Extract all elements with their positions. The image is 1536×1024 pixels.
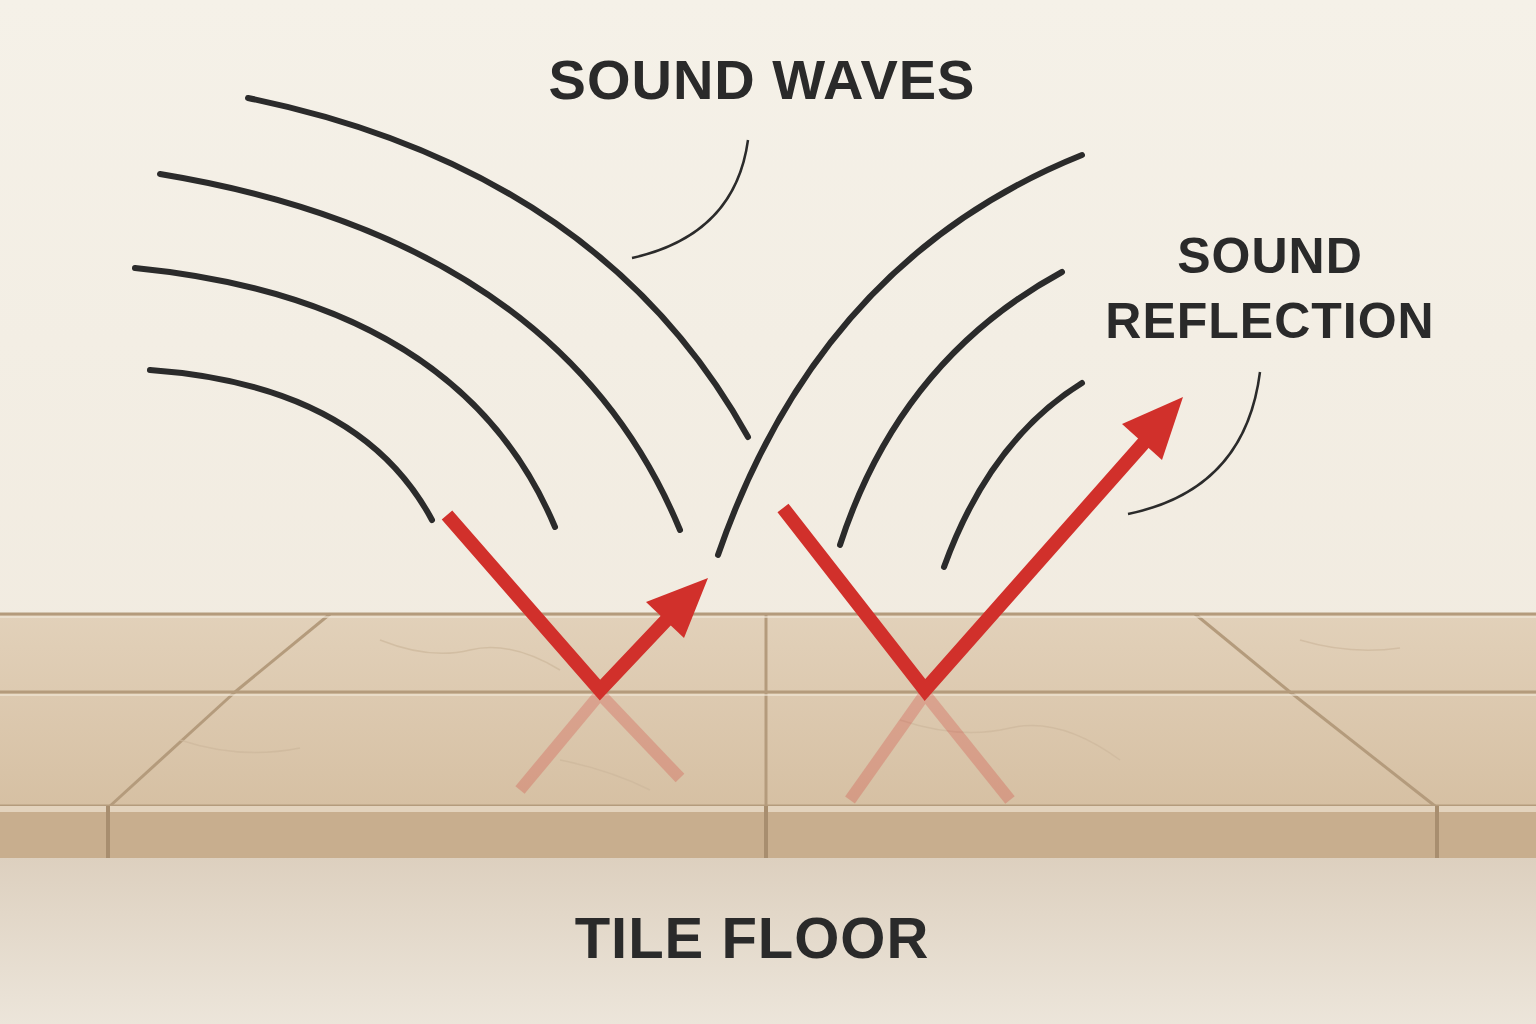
marble-veins — [180, 640, 1400, 790]
sound-wave-arcs — [135, 98, 1082, 567]
tile-surface — [0, 614, 1536, 806]
callout-label: SOUND WAVES — [462, 44, 1062, 117]
callout-label: SOUND REFLECTION — [1075, 224, 1465, 354]
arrow-reflection — [520, 694, 1010, 800]
tile-grout — [0, 614, 1536, 806]
reflection-arrow — [447, 438, 1148, 690]
tile-edge — [0, 806, 1536, 858]
ground — [0, 858, 1536, 1024]
arrowhead — [646, 397, 1183, 638]
floor-label: TILE FLOOR — [452, 900, 1052, 975]
